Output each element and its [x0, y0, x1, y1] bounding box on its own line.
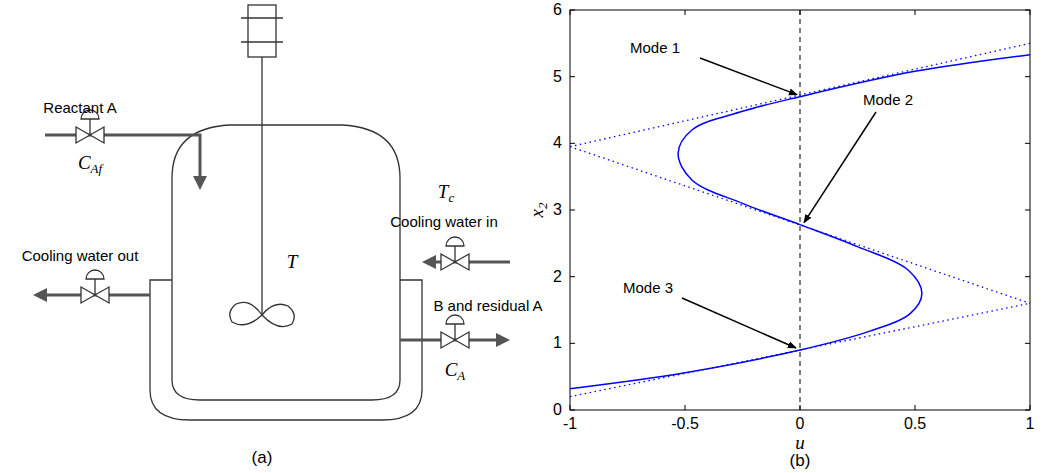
- plot: [570, 10, 1030, 410]
- panel-label: (b): [790, 451, 811, 471]
- motor: [248, 5, 276, 57]
- tick: [685, 405, 686, 410]
- motor-line: [241, 17, 283, 18]
- reactor-vessel: [172, 125, 400, 400]
- tick-label: 6: [553, 1, 562, 19]
- tick-label: 5: [553, 67, 562, 85]
- tick: [1025, 10, 1030, 11]
- stream-label: Reactant A: [43, 99, 116, 116]
- tick: [570, 343, 575, 344]
- variable-label: CAf: [78, 152, 102, 174]
- tick: [570, 276, 575, 277]
- flow-arrow: [193, 176, 207, 190]
- tick: [1030, 10, 1031, 15]
- valve: [81, 270, 109, 303]
- reactor-drawing: [33, 5, 510, 420]
- tick: [1030, 405, 1031, 410]
- callout-arrow: [700, 58, 797, 95]
- tick-label: -1: [563, 415, 577, 433]
- tick-label: 0.5: [904, 415, 926, 433]
- valve: [441, 315, 469, 348]
- tick: [570, 76, 575, 77]
- tick: [1025, 210, 1030, 211]
- shaft: [261, 57, 262, 315]
- flow-arrow: [33, 288, 47, 302]
- tick: [570, 210, 575, 211]
- tick-label: 0: [553, 401, 562, 419]
- panel-label: (a): [252, 448, 273, 468]
- tick: [570, 405, 571, 410]
- variable-label: T: [287, 251, 298, 273]
- flow-arrow: [496, 333, 510, 347]
- tick-label: 2: [553, 267, 562, 285]
- tick-label: 4: [553, 134, 562, 152]
- tick: [685, 10, 686, 15]
- mode-label: Mode 3: [623, 279, 673, 296]
- tick: [1025, 143, 1030, 144]
- mode-label: Mode 2: [863, 91, 913, 108]
- stream-label: B and residual A: [433, 297, 542, 314]
- tick: [915, 10, 916, 15]
- tick: [915, 405, 916, 410]
- variable-label: Tc: [438, 181, 454, 203]
- valve: [441, 237, 469, 270]
- tick: [570, 10, 571, 15]
- axis-label: u: [795, 432, 805, 454]
- callout-arrow: [804, 112, 876, 223]
- tick-label: 3: [553, 201, 562, 219]
- axes-frame: [570, 10, 1030, 410]
- tick: [1025, 76, 1030, 77]
- motor-line: [241, 41, 283, 42]
- axis-label: x2: [526, 203, 548, 218]
- tick: [570, 410, 575, 411]
- impeller: [230, 302, 295, 326]
- tick: [1025, 410, 1030, 411]
- tick: [1025, 276, 1030, 277]
- tick: [570, 143, 575, 144]
- stream-label: Cooling water in: [390, 213, 498, 230]
- equilibrium-curve: [570, 55, 1030, 389]
- variable-label: CA: [445, 359, 466, 381]
- tick-label: -0.5: [671, 415, 699, 433]
- tick: [1025, 343, 1030, 344]
- mode-label: Mode 1: [630, 39, 680, 56]
- callout-arrow: [682, 298, 796, 348]
- tick-label: 0: [796, 415, 805, 433]
- tick-label: 1: [553, 334, 562, 352]
- stream-label: Cooling water out: [22, 247, 139, 264]
- tick-label: 1: [1026, 415, 1035, 433]
- feed-pipe: [45, 135, 200, 178]
- linearization: [570, 43, 1030, 146]
- tick: [570, 10, 575, 11]
- flow-arrow: [422, 255, 436, 269]
